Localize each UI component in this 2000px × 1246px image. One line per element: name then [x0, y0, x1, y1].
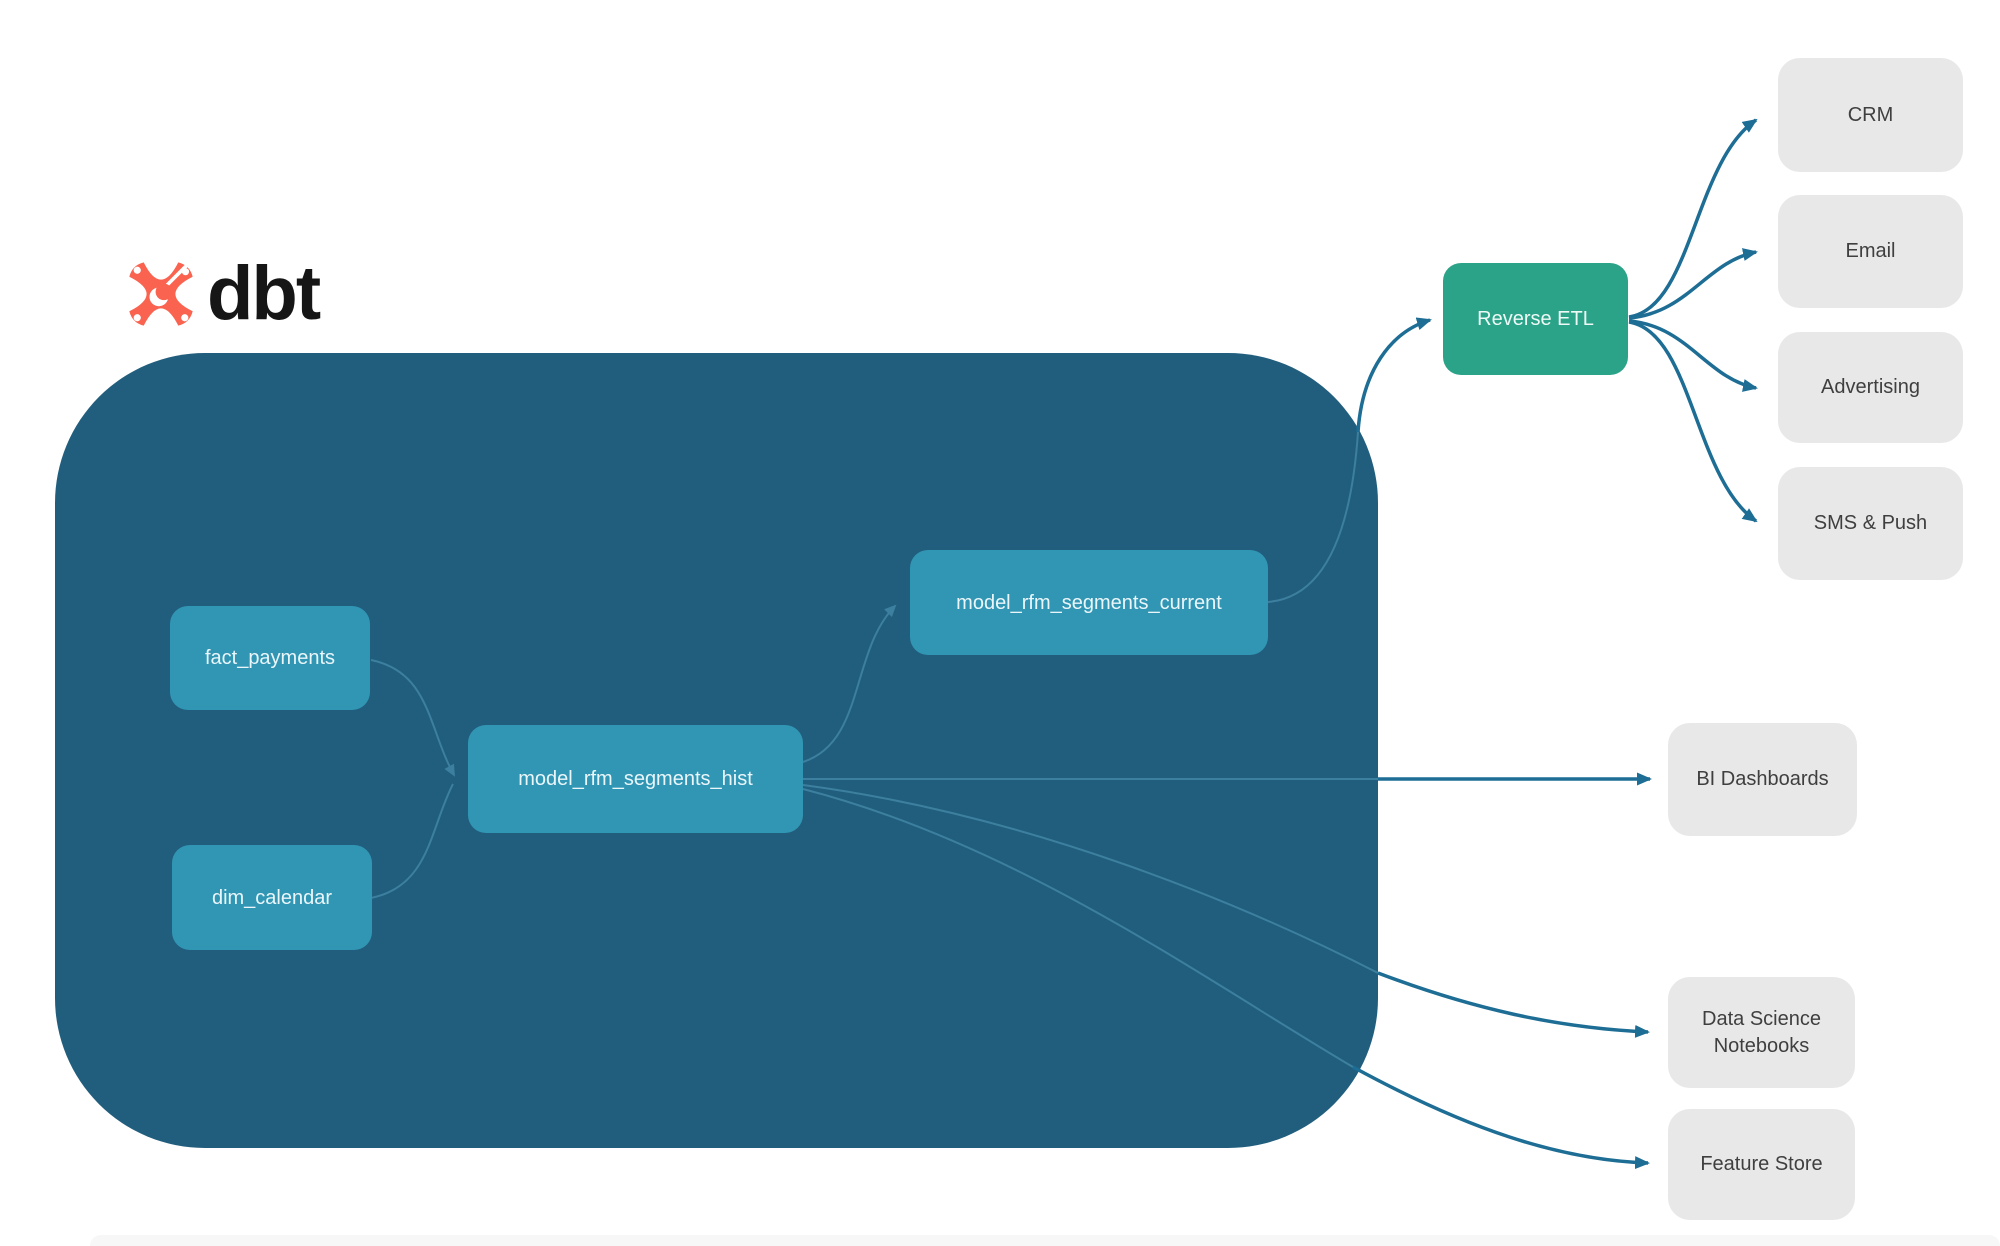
dest-sms-push: SMS & Push [1778, 467, 1963, 580]
edge-current-to-reverse-etl [1356, 317, 1432, 433]
dest-feature-store: Feature Store [1668, 1109, 1855, 1220]
node-fact-payments: fact_payments [170, 606, 370, 710]
edge-hist-to-ds-notebooks [1377, 971, 1650, 1038]
dest-email: Email [1778, 195, 1963, 308]
node-dim-calendar: dim_calendar [172, 845, 372, 950]
edge-reverse-etl-to-sms-push [1628, 320, 1758, 523]
dbt-logo: dbt [125, 251, 321, 336]
edge-reverse-etl-to-advertising [1628, 319, 1758, 392]
dest-data-science-notebooks: Data Science Notebooks [1668, 977, 1855, 1088]
dest-bi-dashboards: BI Dashboards [1668, 723, 1857, 836]
edge-reverse-etl-to-crm [1628, 118, 1758, 319]
dbt-logo-mark-icon [129, 258, 194, 326]
node-model-rfm-segments-current: model_rfm_segments_current [910, 550, 1268, 655]
dest-crm: CRM [1778, 58, 1963, 172]
dest-advertising: Advertising [1778, 332, 1963, 443]
node-model-rfm-segments-hist: model_rfm_segments_hist [468, 725, 803, 833]
edge-hist-to-feature-store [1352, 1065, 1650, 1170]
edge-reverse-etl-to-email [1628, 248, 1758, 320]
dbt-brand-text: dbt [207, 251, 321, 336]
node-reverse-etl: Reverse ETL [1443, 263, 1628, 375]
bottom-strip [90, 1235, 2000, 1246]
